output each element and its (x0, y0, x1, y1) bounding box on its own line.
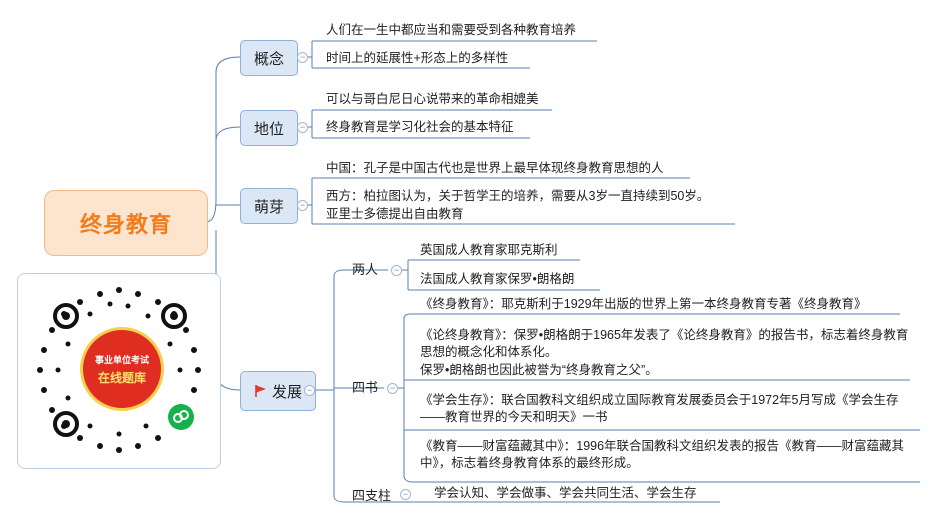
status-item-1: 可以与哥白尼日心说带来的革命相媲美 (326, 92, 539, 106)
two-people-item-2: 法国成人教育家保罗•朗格朗 (420, 272, 575, 286)
qr-center-badge: 事业单位考试 在线题库 (80, 327, 164, 411)
branch-development-label: 发展 (271, 383, 302, 401)
branch-development[interactable]: 发展 (240, 371, 316, 411)
collapse-toggle-status[interactable]: − (297, 122, 308, 133)
four-books-item-4: 《教育——财富蕴藏其中》：1996年联合国教科文组织发表的报告《教育——财富蕴藏… (420, 439, 905, 470)
branch-concept-label: 概念 (253, 50, 284, 68)
sprout-item-west: 西方：柏拉图认为，关于哲学王的培养，需要从3岁一直持续到50岁。 (326, 189, 710, 203)
sprout-item-china: 中国：孔子是中国古代也是世界上最早体现终身教育思想的人 (326, 161, 664, 175)
branch-sprout-label: 萌芽 (253, 198, 284, 216)
four-pillars-text: 学会认知、学会做事、学会共同生活、学会生存 (434, 486, 697, 500)
mini-program-icon (168, 404, 194, 430)
sub-branch-four-pillars[interactable]: 四支柱 (352, 488, 392, 503)
central-topic[interactable]: 终身教育 (44, 190, 208, 256)
branch-status-label: 地位 (253, 120, 284, 138)
collapse-toggle-two-people[interactable]: − (391, 265, 402, 276)
status-item-2: 终身教育是学习化社会的基本特征 (326, 120, 514, 134)
central-topic-label: 终身教育 (79, 212, 172, 237)
qr-code-pattern (37, 287, 201, 453)
collapse-toggle-sprout[interactable]: − (297, 200, 308, 211)
sub-branch-four-books[interactable]: 四书 (352, 380, 379, 395)
two-people-item-1: 英国成人教育家耶克斯利 (420, 243, 558, 257)
qr-badge-line2: 在线题库 (97, 370, 146, 385)
collapse-toggle-concept[interactable]: − (297, 52, 308, 63)
four-books-item-2-note: 保罗•朗格朗也因此被誉为“终身教育之父”。 (420, 363, 658, 377)
flag-icon (254, 384, 268, 398)
sub-branch-two-people[interactable]: 两人 (352, 262, 379, 277)
branch-sprout[interactable]: 萌芽 (240, 188, 298, 224)
collapse-toggle-development[interactable]: − (304, 385, 315, 396)
branch-status[interactable]: 地位 (240, 110, 298, 146)
concept-item-1: 人们在一生中都应当和需要受到各种教育培养 (326, 23, 577, 37)
four-books-item-1: 《终身教育》：耶克斯利于1929年出版的世界上第一本终身教育专著《终身教育》 (420, 297, 867, 311)
concept-item-2: 时间上的延展性+形态上的多样性 (326, 51, 509, 65)
four-books-item-3: 《学会生存》：联合国教科文组织成立国际教育发展委员会于1972年5月写成《学会生… (420, 393, 899, 424)
collapse-toggle-four-pillars[interactable]: − (400, 489, 411, 500)
branch-concept[interactable]: 概念 (240, 40, 298, 76)
sprout-item-aristotle: 亚里士多德提出自由教育 (326, 207, 464, 221)
four-books-item-2: 《论终身教育》：保罗•朗格朗于1965年发表了《论终身教育》的报告书，标志着终身… (420, 328, 909, 359)
qr-badge-line1: 事业单位考试 (94, 354, 149, 365)
qr-code-card: 事业单位考试 在线题库 (17, 273, 221, 469)
collapse-toggle-four-books[interactable]: − (387, 383, 398, 394)
